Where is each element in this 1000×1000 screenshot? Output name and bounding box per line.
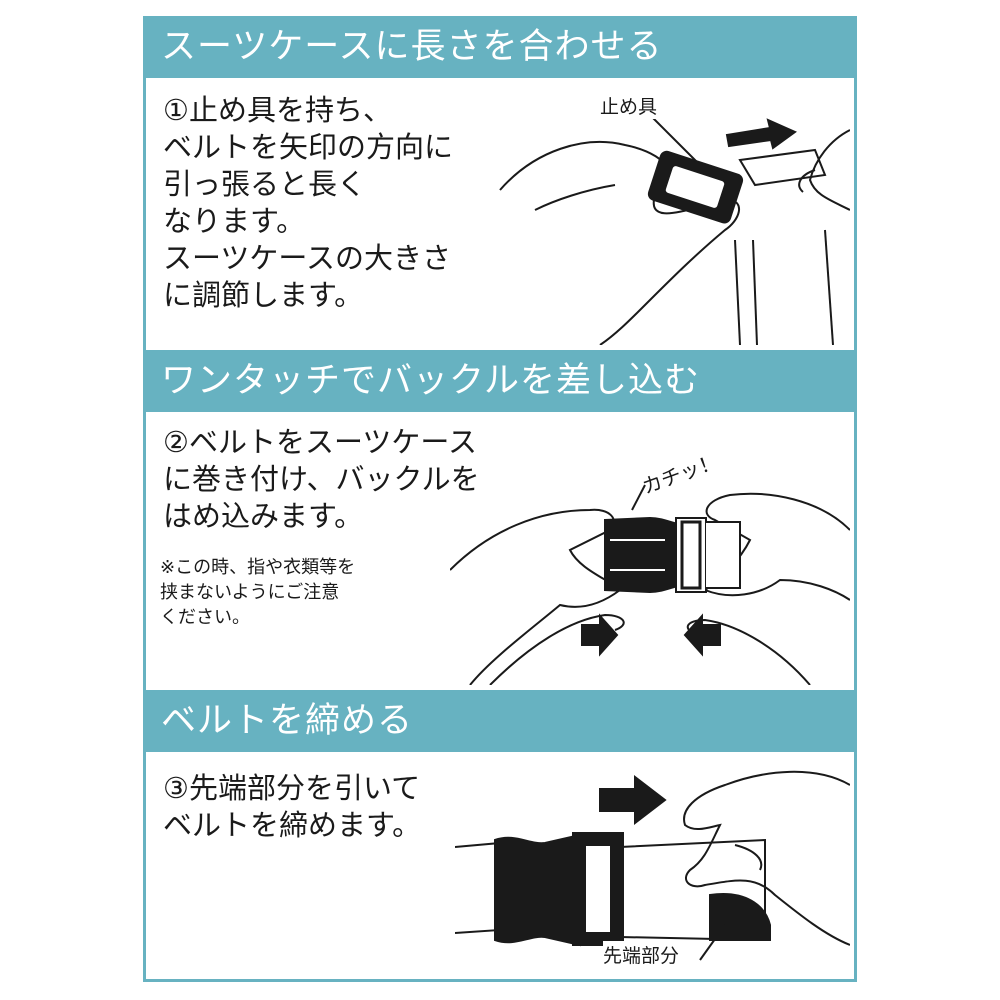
buckle-part <box>494 833 581 947</box>
section-2-note: ※この時、指や衣類等を 挟まないようにご注意 ください。 <box>160 557 356 628</box>
left-hand-illustration <box>499 141 740 346</box>
adjust-illustration: 止め具 <box>495 90 851 346</box>
arrow-icon <box>683 613 721 657</box>
left-hand-illustration <box>449 508 622 686</box>
tighten-illustration: 先端部分 <box>454 765 851 975</box>
tip-callout: 先端部分 <box>603 941 680 968</box>
section-2-heading: ワンタッチでバックルを差し込む <box>143 350 857 412</box>
arrow-icon <box>599 774 667 826</box>
stopper-callout: 止め具 <box>600 92 658 119</box>
section-1-text: ①止め具を持ち、 ベルトを矢印の方向に 引っ張ると長く なります。 スーツケース… <box>163 93 454 312</box>
buckle-illustration: カチッ！ <box>449 430 851 686</box>
section-3-text: ③先端部分を引いて ベルトを締めます。 <box>163 771 422 842</box>
right-hand-illustration <box>808 129 851 211</box>
arrow-icon <box>725 118 797 150</box>
section-1-heading: スーツケースに長さを合わせる <box>143 16 857 78</box>
section-3-heading: ベルトを締める <box>143 690 857 752</box>
hand-illustration <box>683 770 851 946</box>
arrow-icon <box>581 613 619 657</box>
section-2-text: ②ベルトをスーツケース に巻き付け、バックルを はめ込みます。 <box>163 425 480 533</box>
